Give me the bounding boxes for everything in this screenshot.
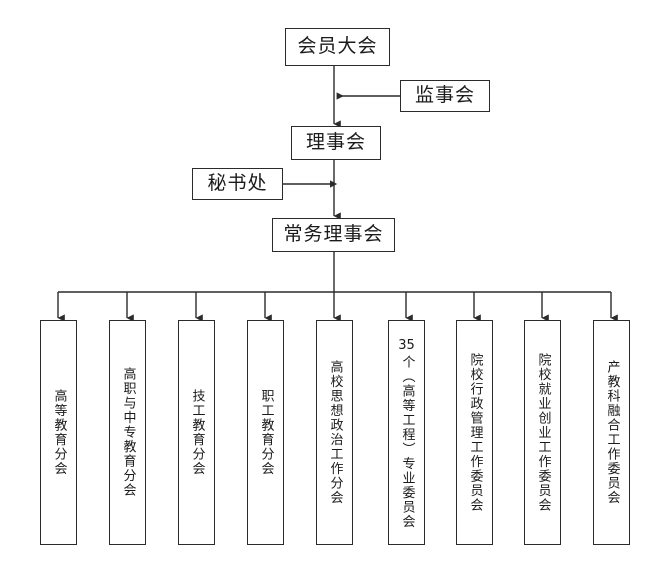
node-supervisory-board[interactable]: 监事会 <box>400 80 490 112</box>
node-standing-council[interactable]: 常务理事会 <box>272 218 395 252</box>
branch-vocational-secondary[interactable]: 高职与中专教育分会 <box>109 320 146 545</box>
branch-higher-education-label: 高等教育分会 <box>51 389 67 476</box>
node-council[interactable]: 理事会 <box>291 126 381 160</box>
branch-staff-education[interactable]: 职工教育分会 <box>247 320 284 545</box>
branch-staff-education-label: 职工教育分会 <box>258 389 274 476</box>
branch-industry-education-research-label: 产教科融合工作委员会 <box>604 360 620 505</box>
node-standing-council-label: 常务理事会 <box>283 223 384 245</box>
branch-administrative-management-label: 院校行政管理工作委员会 <box>467 352 483 513</box>
node-council-label: 理事会 <box>305 131 366 153</box>
branch-higher-education[interactable]: 高等教育分会 <box>40 320 77 545</box>
branch-ideological-political-work-label: 高校思想政治工作分会 <box>327 360 343 505</box>
node-secretariat-label: 秘书处 <box>207 172 268 194</box>
branch-industry-education-research[interactable]: 产教科融合工作委员会 <box>593 320 630 545</box>
branch-technician-education[interactable]: 技工教育分会 <box>178 320 215 545</box>
branch-professional-committees[interactable]: 35个（高等工程）专业委员会 <box>388 320 425 545</box>
node-members-assembly[interactable]: 会员大会 <box>285 28 390 66</box>
branch-ideological-political-work[interactable]: 高校思想政治工作分会 <box>316 320 353 545</box>
node-supervisory-board-label: 监事会 <box>414 84 475 106</box>
branch-employment-entrepreneurship[interactable]: 院校就业创业工作委员会 <box>524 320 561 545</box>
branch-employment-entrepreneurship-label: 院校就业创业工作委员会 <box>535 352 551 513</box>
node-members-assembly-label: 会员大会 <box>297 35 378 57</box>
branch-lead-number: 35 <box>398 337 415 353</box>
branch-professional-committees-label: 35个（高等工程）专业委员会 <box>398 337 415 529</box>
branch-technician-education-label: 技工教育分会 <box>189 389 205 476</box>
branch-vocational-secondary-label: 高职与中专教育分会 <box>120 367 136 498</box>
node-secretariat[interactable]: 秘书处 <box>192 168 283 200</box>
branch-administrative-management[interactable]: 院校行政管理工作委员会 <box>456 320 493 545</box>
